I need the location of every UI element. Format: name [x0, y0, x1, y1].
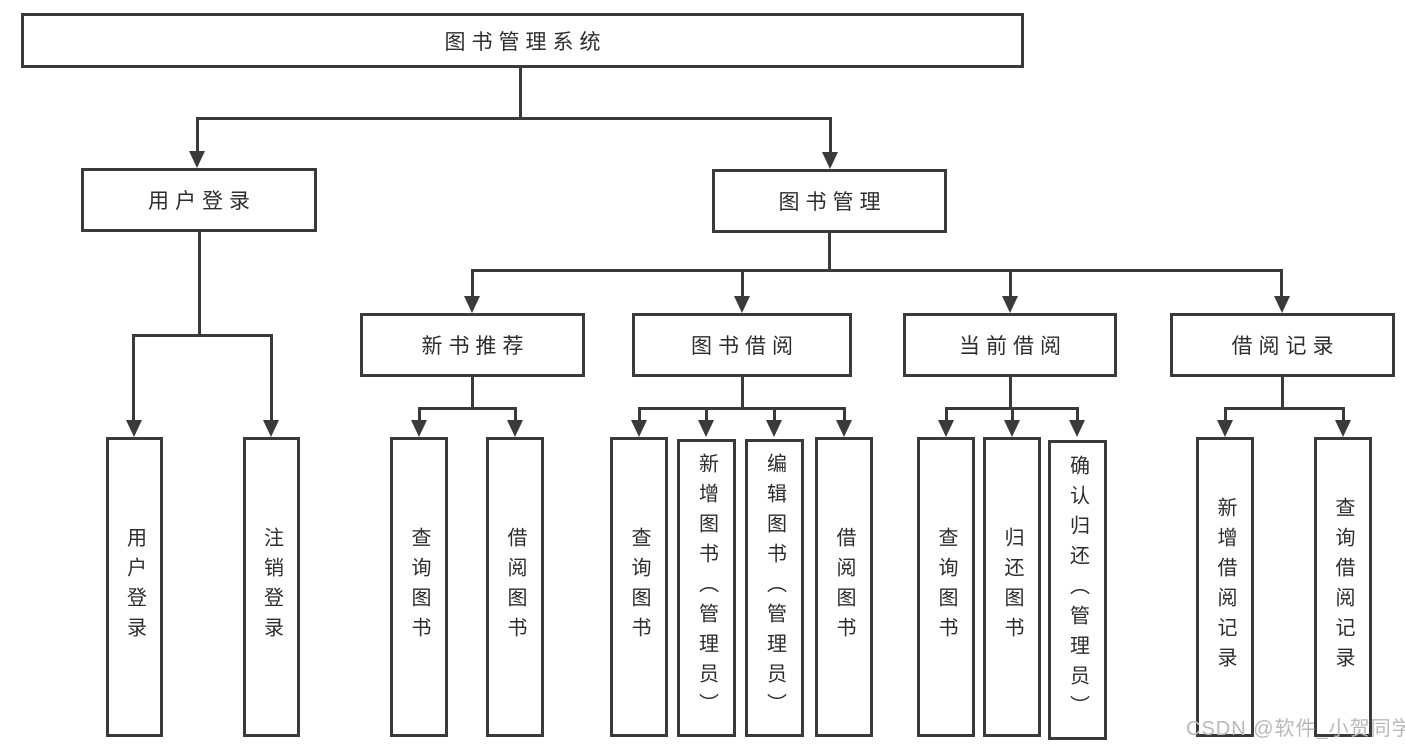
connector [1009, 375, 1012, 410]
arrow-down [1004, 420, 1020, 437]
leaf-borrow-query-label: 查询图书 [628, 527, 650, 647]
node-user-login: 用户登录 [81, 168, 317, 232]
leaf-logout: 注销登录 [243, 437, 300, 737]
arrow-down [1274, 296, 1290, 313]
connector [1224, 407, 1344, 410]
connector [638, 407, 845, 410]
leaf-record-add: 新增借阅记录 [1196, 437, 1254, 737]
arrow-down [1002, 296, 1018, 313]
leaf-record-query: 查询借阅记录 [1314, 437, 1372, 737]
node-book-borrow-label: 图书借阅 [691, 335, 799, 358]
connector [945, 407, 948, 422]
node-current-borrow: 当前借阅 [903, 313, 1117, 377]
node-borrow-record-label: 借阅记录 [1231, 335, 1340, 358]
leaf-borrow-edit-admin: 编辑图书（管理员） [745, 439, 804, 737]
leaf-borrow-borrow: 借阅图书 [815, 437, 873, 737]
leaf-logout-label: 注销登录 [260, 527, 283, 647]
node-root-label: 图书管理系统 [444, 30, 607, 54]
leaf-user-login: 用户登录 [106, 437, 163, 737]
connector [132, 334, 135, 422]
arrow-down [766, 420, 782, 437]
connector [514, 407, 517, 422]
connector [132, 334, 273, 337]
connector [1009, 269, 1012, 299]
arrow-down [263, 420, 279, 437]
leaf-current-confirm-admin: 确认归还（管理员） [1048, 440, 1107, 740]
leaf-newbook-borrow-label: 借阅图书 [504, 527, 526, 647]
node-book-management: 图书管理 [712, 169, 947, 233]
arrow-down [631, 420, 647, 437]
connector [418, 407, 516, 410]
connector [519, 66, 522, 119]
leaf-borrow-edit-admin-label: 编辑图书（管理员） [763, 453, 786, 723]
connector [196, 117, 832, 120]
node-borrow-record: 借阅记录 [1170, 313, 1395, 377]
arrow-down [836, 420, 852, 437]
leaf-borrow-query: 查询图书 [610, 437, 668, 737]
connector [773, 407, 776, 422]
connector [843, 407, 846, 422]
leaf-newbook-query-label: 查询图书 [408, 527, 430, 647]
connector [1011, 407, 1014, 422]
arrow-down [734, 296, 750, 313]
arrow-down [822, 152, 838, 169]
connector [829, 117, 832, 154]
node-user-login-label: 用户登录 [148, 190, 256, 213]
arrow-down [507, 420, 523, 437]
node-book-borrow: 图书借阅 [632, 313, 852, 377]
leaf-newbook-borrow: 借阅图书 [486, 437, 544, 737]
leaf-borrow-borrow-label: 借阅图书 [833, 527, 855, 647]
node-root: 图书管理系统 [21, 13, 1024, 68]
connector [471, 269, 1283, 272]
connector [1224, 407, 1227, 422]
connector [471, 269, 474, 299]
connector [471, 375, 474, 410]
leaf-current-confirm-admin-label: 确认归还（管理员） [1066, 455, 1089, 725]
connector [198, 230, 201, 336]
arrow-down [1335, 420, 1351, 437]
arrow-down [698, 420, 714, 437]
node-new-book-recommend: 新书推荐 [360, 313, 585, 377]
leaf-newbook-query: 查询图书 [390, 437, 448, 737]
leaf-borrow-add-admin-label: 新增图书（管理员） [695, 453, 718, 723]
arrow-down [126, 420, 142, 437]
leaf-record-query-label: 查询借阅记录 [1332, 497, 1354, 677]
node-book-management-label: 图书管理 [778, 191, 887, 214]
connector [1342, 407, 1345, 422]
arrow-down [1069, 420, 1085, 437]
leaf-borrow-add-admin: 新增图书（管理员） [677, 439, 736, 737]
connector [418, 407, 421, 422]
arrow-down [1217, 420, 1233, 437]
connector [1076, 407, 1079, 422]
connector [741, 269, 744, 299]
arrow-down [938, 420, 954, 437]
leaf-current-query: 查询图书 [917, 437, 975, 737]
connector [1281, 375, 1284, 410]
connector [270, 334, 273, 422]
leaf-current-query-label: 查询图书 [935, 527, 957, 647]
leaf-current-return-label: 归还图书 [1001, 527, 1023, 647]
connector [638, 407, 641, 422]
arrow-down [411, 420, 427, 437]
connector [196, 117, 199, 154]
leaf-record-add-label: 新增借阅记录 [1214, 497, 1236, 677]
node-new-book-recommend-label: 新书推荐 [421, 335, 530, 358]
connector [705, 407, 708, 422]
arrow-down [189, 151, 205, 168]
node-current-borrow-label: 当前借阅 [959, 335, 1067, 358]
leaf-user-login-label: 用户登录 [123, 527, 146, 647]
connector [741, 375, 744, 410]
connector [1280, 269, 1283, 299]
arrow-down [464, 296, 480, 313]
leaf-current-return: 归还图书 [983, 437, 1041, 737]
csdn-watermark: CSDN @软件_小贺同学 [1186, 718, 1405, 740]
connector [828, 231, 831, 272]
